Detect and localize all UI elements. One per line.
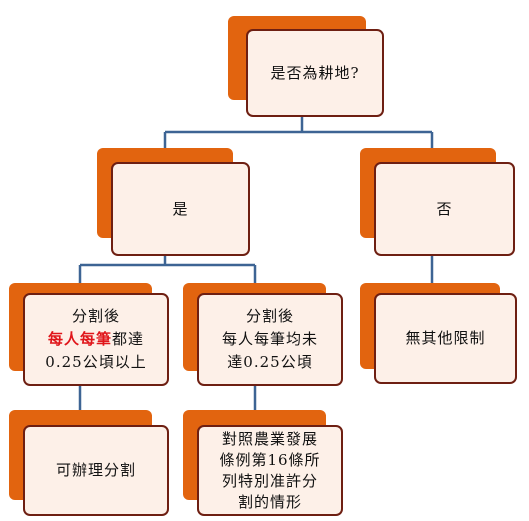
node-yes-left-rest: 都達 bbox=[112, 330, 145, 348]
node-root: 是否為耕地? bbox=[228, 16, 384, 117]
node-yes-right-line2: 每人每筆均未 bbox=[221, 330, 318, 348]
node-yes-right-line1: 分割後 bbox=[245, 307, 294, 325]
node-yes-left-line2: 每人每筆都達 bbox=[48, 328, 144, 351]
node-root-label: 是否為耕地? bbox=[270, 63, 360, 82]
node-yes-right: 分割後 每人每筆均未 達0.25公頃 bbox=[183, 283, 343, 386]
node-leaf-right-line1: 對照農業發展 bbox=[221, 429, 318, 448]
node-yes-right-line3: 達0.25公頃 bbox=[227, 353, 313, 371]
node-yes-left-highlight: 每人每筆 bbox=[47, 330, 112, 348]
node-yes-left: 分割後 每人每筆都達 0.25公頃以上 bbox=[9, 283, 169, 386]
node-leaf-right-line2: 條例第16條所 bbox=[219, 450, 321, 469]
node-yes-label: 是 bbox=[172, 199, 189, 218]
node-leaf-left-label: 可辦理分割 bbox=[55, 461, 136, 479]
node-yes-left-line1: 分割後 bbox=[71, 307, 120, 325]
node-leaf-right: 對照農業發展 條例第16條所 列特別准許分 割的情形 bbox=[183, 410, 343, 516]
node-yes-left-line3: 0.25公頃以上 bbox=[45, 353, 147, 371]
node-leaf-right-line3: 列特別准許分 bbox=[221, 471, 318, 490]
node-leaf-right-line4: 割的情形 bbox=[237, 492, 302, 511]
node-no-label: 否 bbox=[436, 199, 453, 218]
node-leaf-left: 可辦理分割 bbox=[9, 410, 169, 516]
node-no-child-label: 無其他限制 bbox=[405, 329, 486, 347]
node-yes: 是 bbox=[97, 148, 250, 256]
node-no-child: 無其他限制 bbox=[360, 283, 517, 384]
node-no: 否 bbox=[360, 148, 515, 256]
